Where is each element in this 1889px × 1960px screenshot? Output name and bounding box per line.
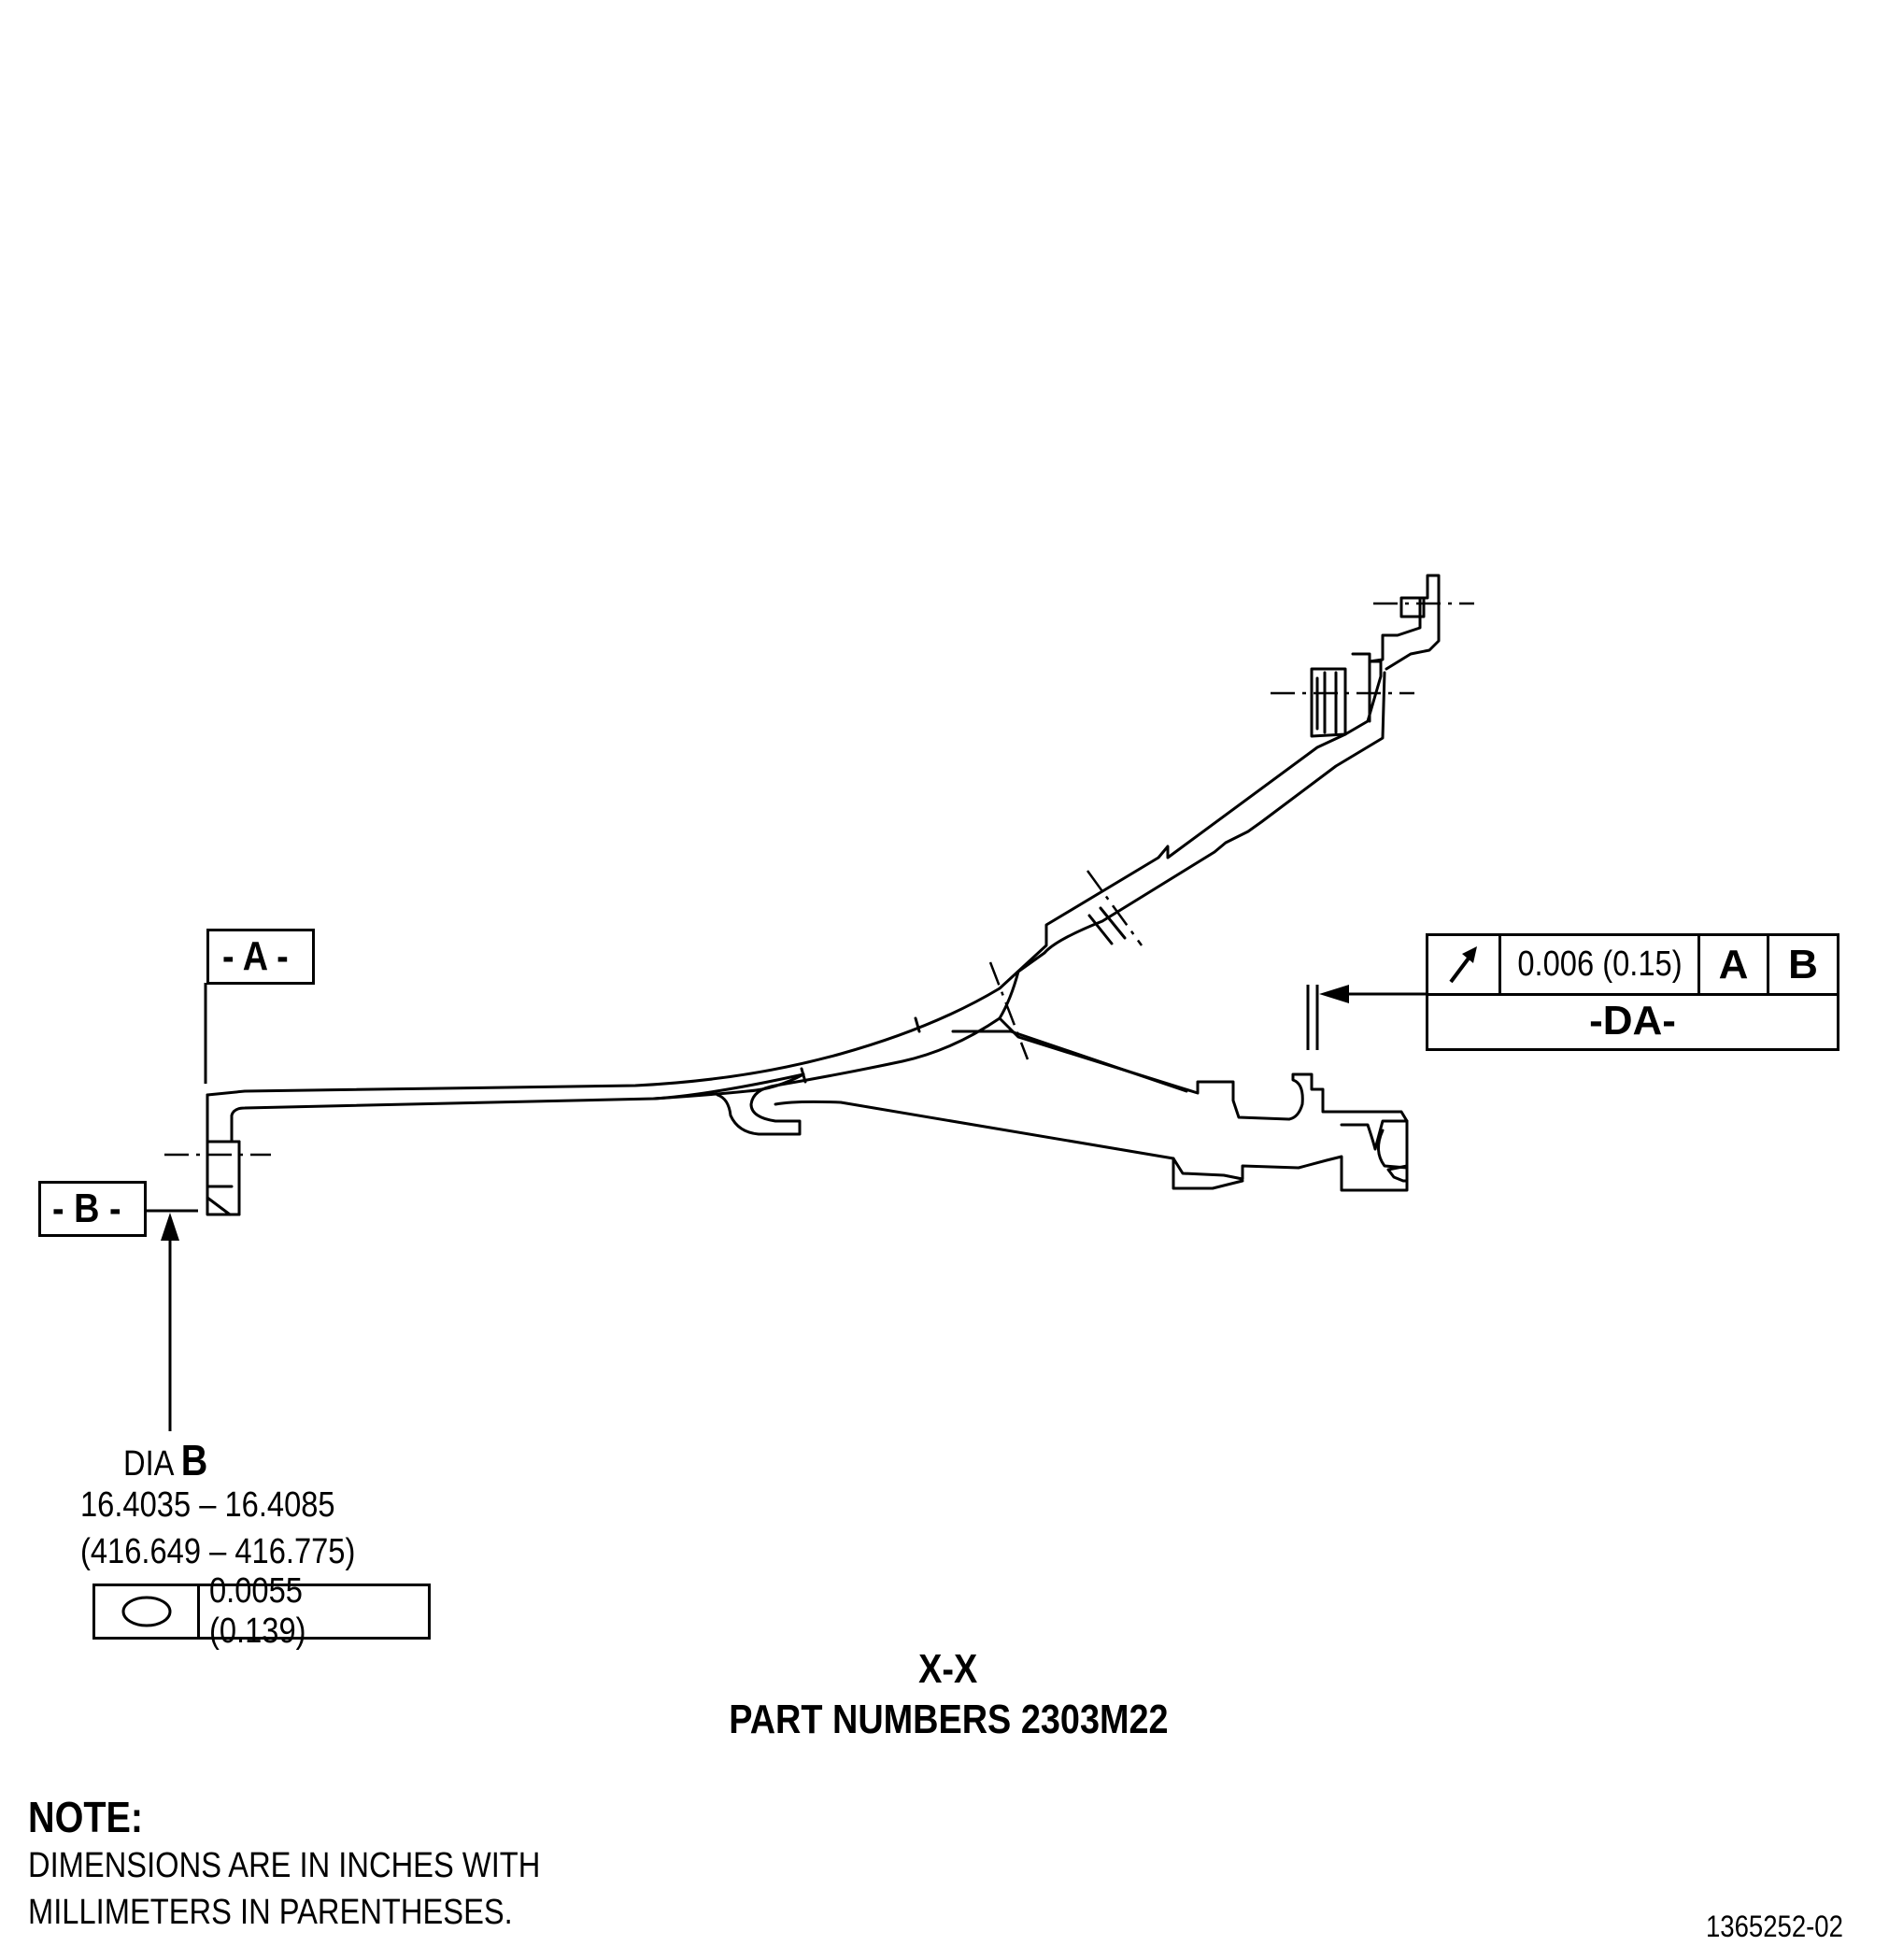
datum-a-box: - A - [206,929,315,985]
lower-branch-bottom [1172,1157,1244,1190]
upper-bolt-head [1351,652,1371,723]
part-numbers-label: PART NUMBERS 2303M22 [728,1697,1169,1742]
flange-bolt-slot [206,1140,234,1216]
top-hook [1368,574,1441,671]
runout-arrowhead [1319,985,1349,1003]
circularity-ellipse-icon [121,1596,171,1627]
circular-runout-arrow-icon [1448,945,1477,983]
main-arm-top [206,660,1383,1097]
circularity-tolerance-value: 0.0055 (0.139) [209,1571,306,1651]
runout-ref-b: B [1788,941,1818,987]
note-line-2: MILLIMETERS IN PARENTHESES. [28,1893,513,1932]
dia-b-arrowhead [161,1213,179,1241]
section-view-label: X-X [918,1646,978,1692]
runout-ref-a-cell: A [1700,936,1769,993]
lower-branch-inner [951,1030,1188,1093]
upper-bolt-block [1310,667,1347,738]
note-line-1: DIMENSIONS ARE IN INCHES WITH [28,1846,541,1885]
runout-ref-a: A [1718,941,1749,987]
right-end-slot [1377,1129,1409,1170]
right-end-block [1340,1119,1409,1183]
runout-ref-b-cell: B [1769,936,1837,993]
datum-b-label: - B - [52,1186,121,1231]
dia-b-letter: B [180,1436,208,1484]
right-end-face [1392,1119,1409,1192]
circularity-tolerance-cell: 0.0055 (0.139) [200,1571,428,1651]
inner-pocket [716,1016,1001,1136]
runout-symbol-cell [1428,936,1501,993]
lower-branch-underside [774,1100,1396,1192]
arm-break-2 [914,1016,921,1033]
runout-datum-row: -DA- [1428,993,1837,1048]
datum-a-label: - A - [221,933,289,979]
upper-arm-inner [998,671,1386,1020]
circularity-feature-control-frame: 0.0055 (0.139) [92,1571,431,1651]
arm-centerline-1 [1086,870,1143,946]
dia-b-inches: 16.4035 – 16.4085 [80,1485,335,1525]
figure-id: 1365252-02 [1706,1910,1843,1943]
runout-datum-label: -DA- [1589,997,1676,1044]
arm-break-1 [800,1067,807,1084]
runout-tolerance-value: 0.006 (0.15) [1516,944,1683,984]
dia-b-prefix: DIA [123,1444,173,1484]
runout-tolerance-cell: 0.006 (0.15) [1501,936,1700,993]
top-hook-lip [1399,596,1426,618]
lower-branch-top [998,1016,1409,1168]
runout-feature-control-frame: 0.006 (0.15) A B -DA- [1426,933,1839,1051]
arm-centerline-2 [988,961,1030,1060]
note-heading: NOTE: [28,1793,144,1841]
runout-frame-top-row: 0.006 (0.15) A B [1428,936,1837,996]
datum-b-box: - B - [38,1181,147,1237]
circularity-symbol-cell [95,1586,200,1637]
dia-b-millimeters: (416.649 – 416.775) [80,1532,356,1571]
arm-break-4 [1099,906,1127,940]
left-flange-outline [206,1072,805,1216]
arm-break-3 [1087,914,1114,945]
dia-b-callout: DIA B [123,1435,221,1485]
